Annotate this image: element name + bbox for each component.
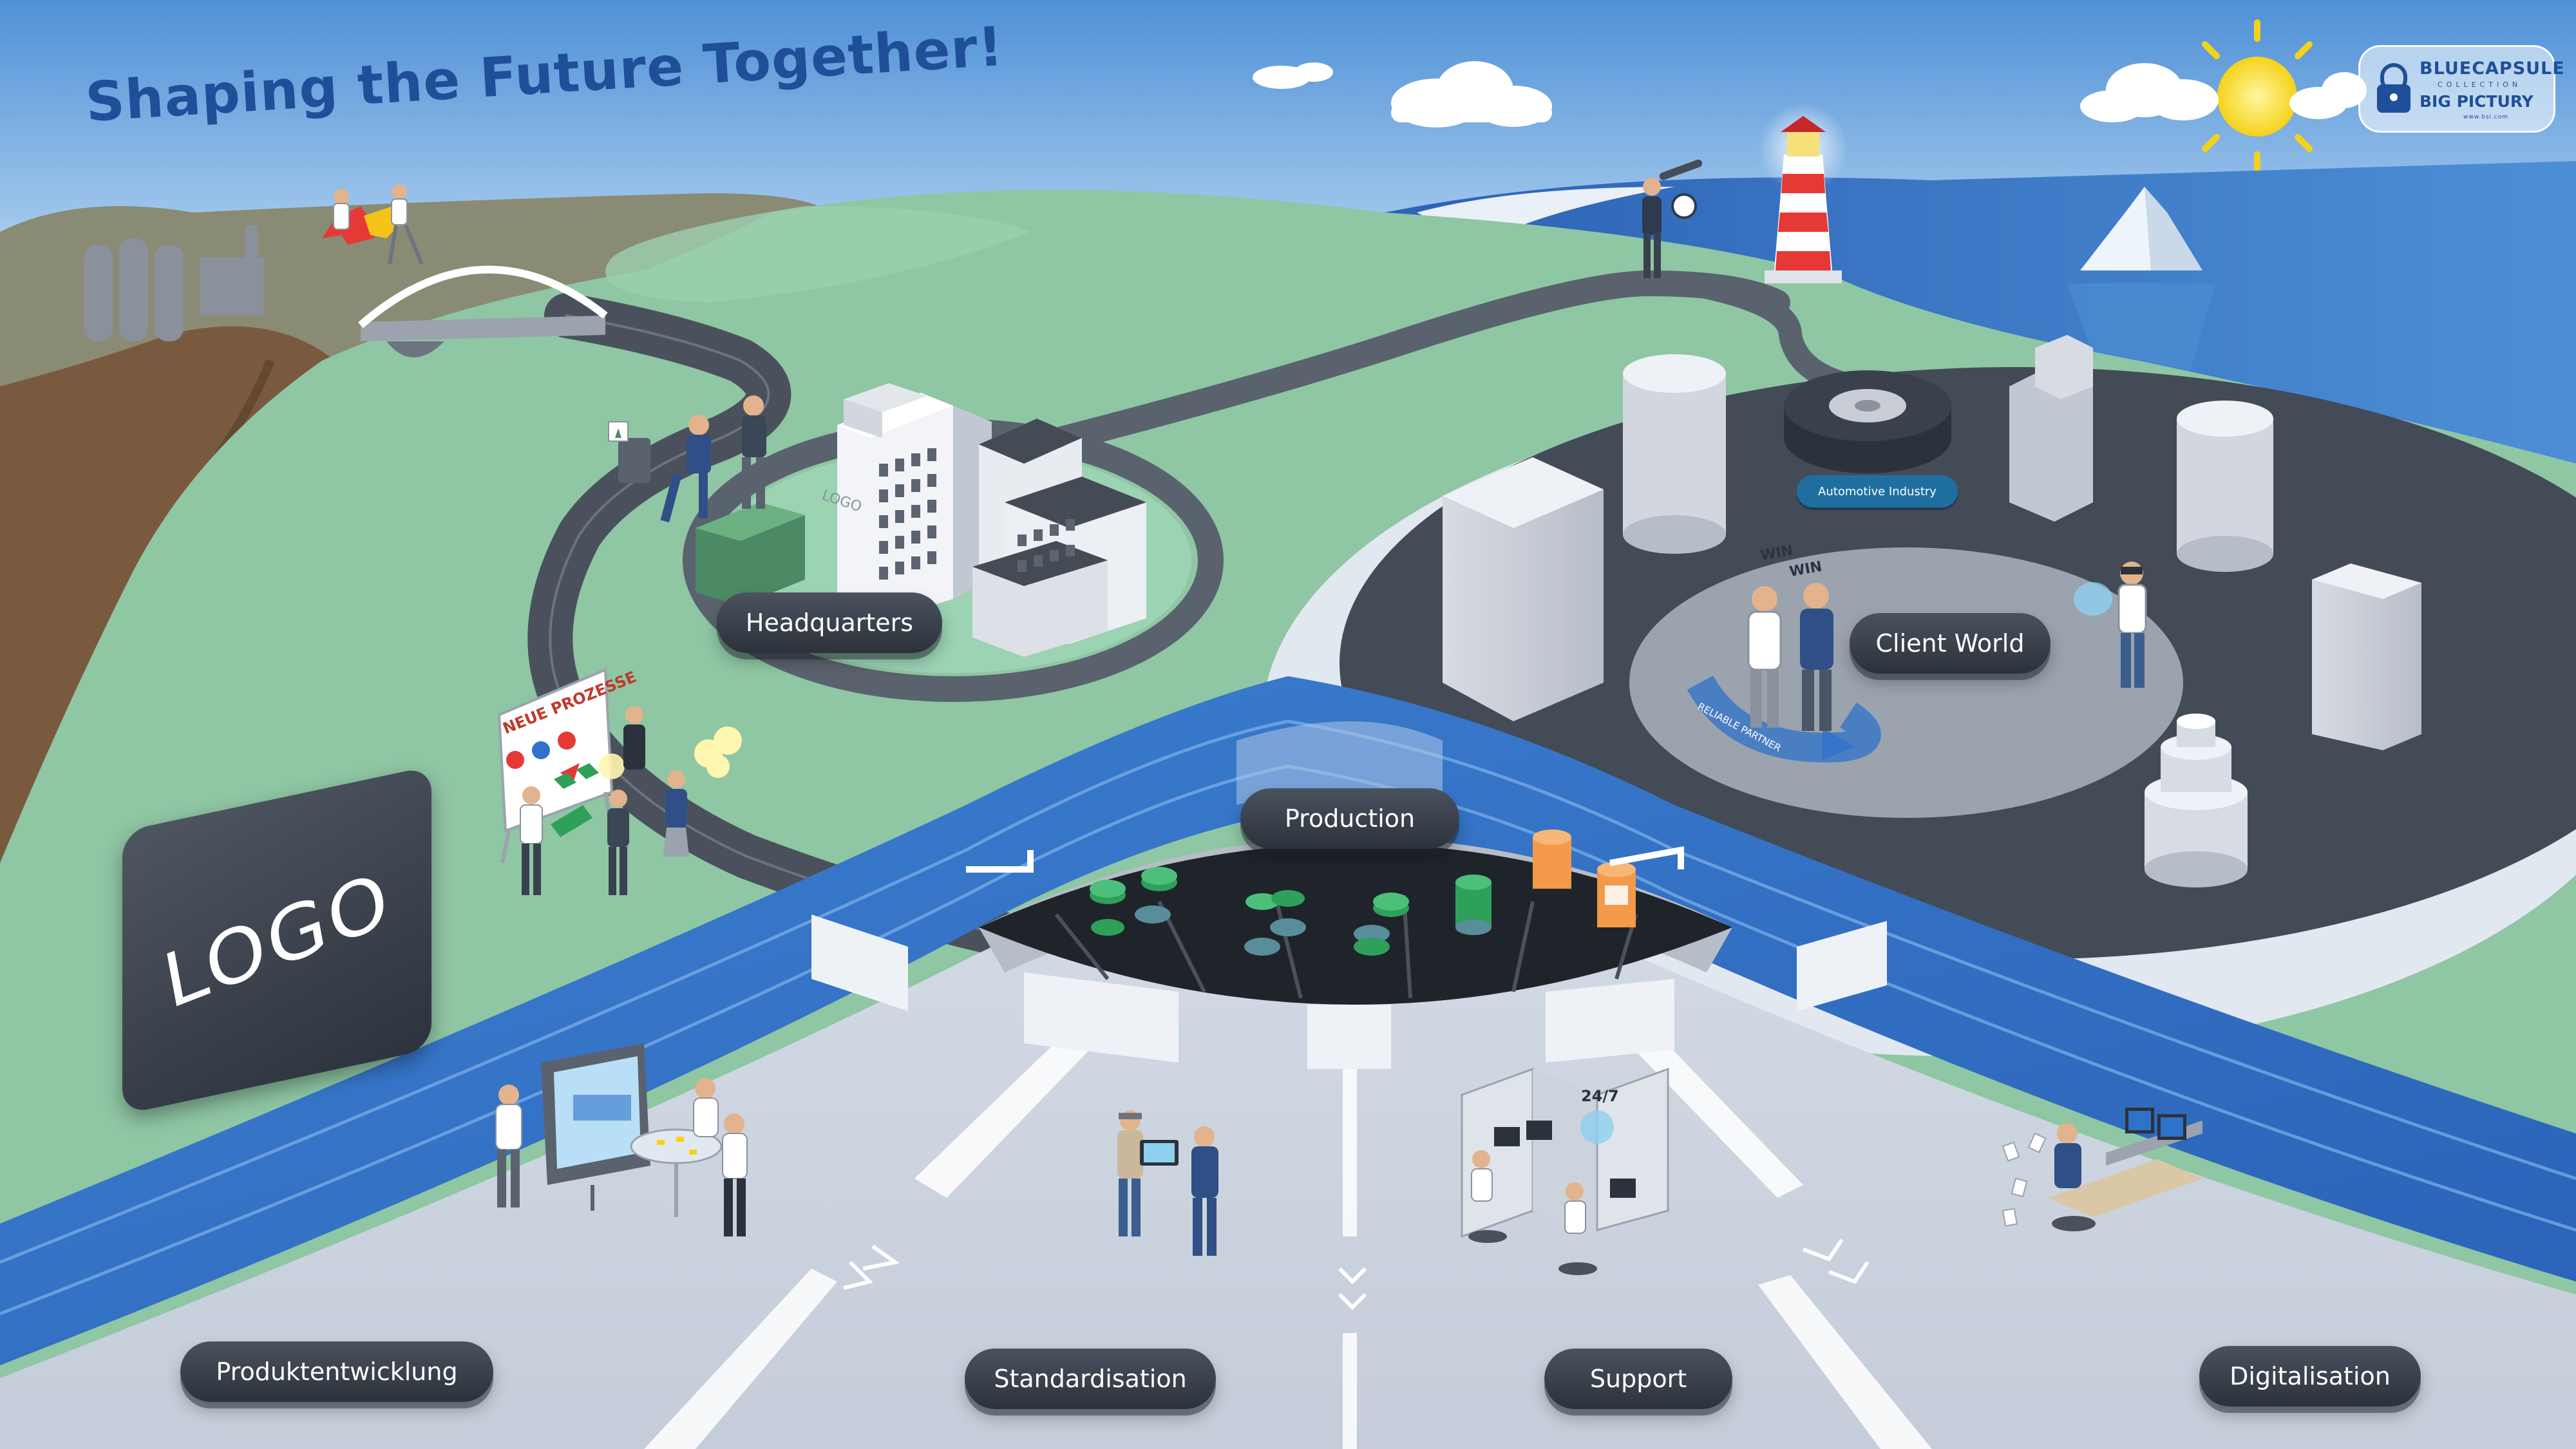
brand-name: BLUECAPSULE [2420,59,2565,79]
teamwork-figures [322,184,424,265]
bridge-icon [358,265,608,357]
digitalisation-label[interactable]: Digitalisation [2199,1346,2421,1406]
lookout-person-icon [1642,159,1703,278]
client-buildings [1443,335,2421,887]
digitalisation-desk [2002,1108,2202,1231]
support-hours-text: 24/7 [1581,1087,1619,1105]
plaza [0,844,2576,1449]
support-office: 24/7 [1461,1067,1669,1275]
plaza-blocks [811,914,1887,1069]
winding-road [527,270,1866,963]
production-label[interactable]: Production [1240,788,1459,849]
headquarters-building: LOGO [696,383,1146,657]
lighthouse-icon [1758,103,1848,283]
tire-icon [1784,370,1951,473]
standardisation-figures [1117,1110,1218,1256]
climbing-figures [608,395,766,523]
headquarters-label[interactable]: Headquarters [717,592,942,653]
handshake-figures: WIN WIN RELIABLE PARTNER [1687,542,1881,762]
brand-collection: COLLECTION [2438,80,2522,89]
automotive-industry-label[interactable]: Automotive Industry [1797,475,1958,507]
whiteboard-group: NEUE PROZESSE [497,668,742,895]
river [0,676,2576,1365]
production-platform [966,721,1732,1005]
factory-silhouette [84,225,264,341]
plaza-paths [644,998,1932,1449]
vr-person-icon [2074,562,2147,688]
sea [1385,161,2576,464]
clouds [1253,61,2367,128]
produktentwicklung-label[interactable]: Produktentwicklung [180,1341,493,1402]
canyon-wall [0,326,335,864]
client-world-label[interactable]: Client World [1850,613,2050,674]
standardisation-label[interactable]: Standardisation [965,1349,1216,1409]
support-label[interactable]: Support [1544,1349,1732,1409]
brand-badge: BLUECAPSULE COLLECTION BIG PICTURY www.b… [2358,45,2564,133]
iceberg-icon [2067,187,2215,374]
brand-url: www.bsi.com [2463,114,2509,120]
plaza-chevrons [843,1238,1870,1311]
lock-icon [2377,63,2410,113]
brand-company: BIG PICTURY [2420,92,2533,111]
product-development-figures [495,1043,748,1236]
logo-placeholder-text: LOGO [156,854,397,1027]
sun-icon [2180,19,2334,174]
